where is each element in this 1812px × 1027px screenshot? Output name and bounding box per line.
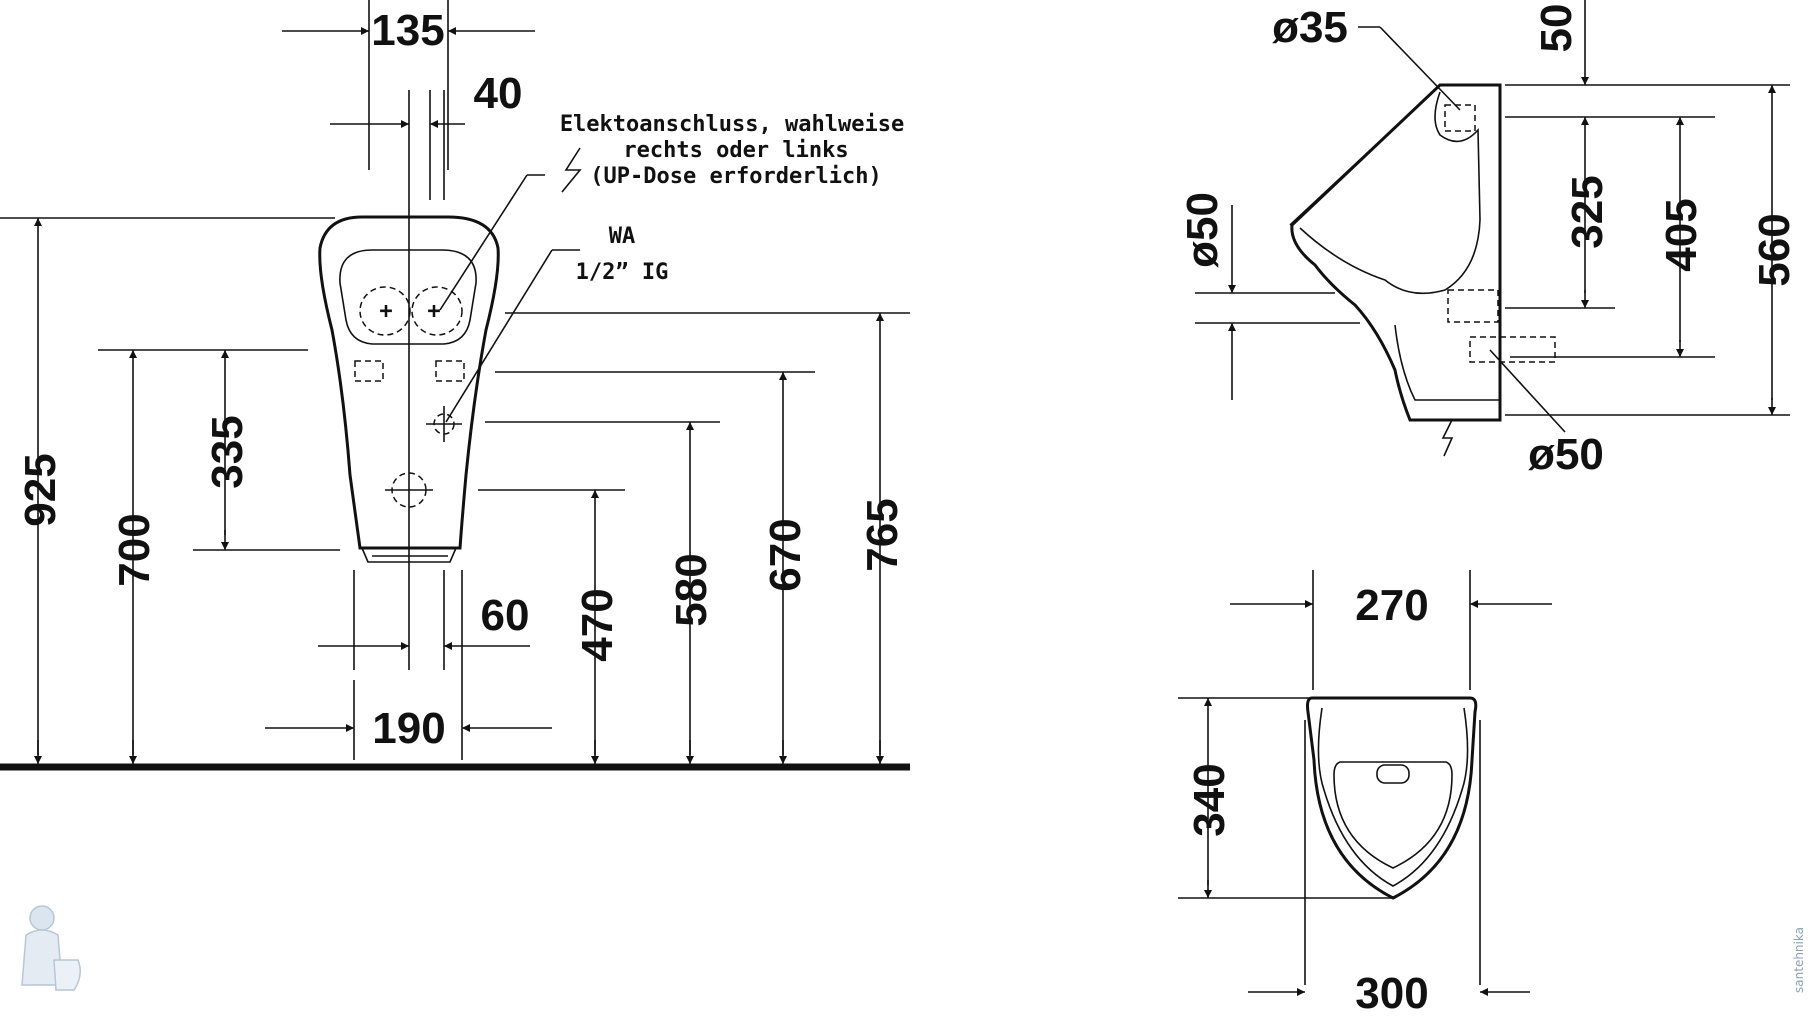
sensor-outline xyxy=(411,286,463,336)
dim-135: 135 xyxy=(371,6,444,55)
side-view: ø35 50 325 405 560 ø50 ø50 xyxy=(1178,0,1799,479)
dim-270: 270 xyxy=(1355,581,1428,630)
leader-line xyxy=(1379,26,1461,111)
watermark-logo xyxy=(21,905,81,991)
note-electric-line3: (UP-Dose erforderlich) xyxy=(590,164,881,189)
outlet-pipe xyxy=(1447,289,1499,323)
dim-300: 300 xyxy=(1355,969,1428,1018)
urinal-side-trap xyxy=(1394,324,1500,401)
cross-mark: + xyxy=(379,299,392,324)
urinal-side-rim xyxy=(1289,84,1441,226)
dim-190: 190 xyxy=(372,704,445,753)
dim-60: 60 xyxy=(481,591,530,640)
lightning-icon xyxy=(561,147,582,193)
note-electric-line1: Elektoanschluss, wahlweise xyxy=(560,112,904,137)
dim-470: 470 xyxy=(573,588,622,661)
urinal-side-inner xyxy=(1299,91,1481,295)
dim-765: 765 xyxy=(858,498,907,571)
dim-335: 335 xyxy=(203,415,252,488)
note-water-line1: WA xyxy=(609,224,636,249)
dim-50-top: 50 xyxy=(1532,4,1581,53)
outlet-pipe-extension xyxy=(1469,336,1556,363)
leader-line xyxy=(445,249,553,423)
dim-inlet-diameter: ø35 xyxy=(1272,3,1348,52)
dim-580: 580 xyxy=(667,553,716,626)
dim-325: 325 xyxy=(1563,175,1612,248)
spud xyxy=(1376,764,1410,784)
lightning-icon xyxy=(1441,419,1454,457)
urinal-side-outline xyxy=(1290,83,1502,422)
dim-40: 40 xyxy=(474,69,523,118)
front-view: 135 40 + + Elektoanschluss, wahlweis xyxy=(0,0,910,771)
note-electric-line2: rechts oder links xyxy=(623,138,848,163)
urinal-top-outline xyxy=(1306,696,1478,900)
electric-box xyxy=(354,360,384,382)
electric-box xyxy=(435,360,465,382)
cross-mark: + xyxy=(427,299,440,324)
urinal-base xyxy=(361,547,457,563)
dim-925: 925 xyxy=(16,453,65,526)
urinal-bowl-opening xyxy=(339,249,477,345)
sensor-outline xyxy=(359,286,411,336)
note-water-line2: 1/2” IG xyxy=(576,260,669,285)
top-view: 270 340 300 xyxy=(1178,570,1552,1018)
dim-700: 700 xyxy=(110,513,159,586)
dim-560: 560 xyxy=(1750,213,1799,286)
watermark-text: santehnika xyxy=(1792,927,1806,993)
dim-405: 405 xyxy=(1657,198,1706,271)
leader-line xyxy=(439,174,528,311)
urinal-front-outline xyxy=(318,215,500,550)
dim-340: 340 xyxy=(1185,763,1234,836)
dim-670: 670 xyxy=(761,518,810,591)
dim-outlet-diameter-left: ø50 xyxy=(1178,192,1227,268)
urinal-top-outline-inner xyxy=(1317,707,1469,887)
dim-outlet-diameter-right: ø50 xyxy=(1528,430,1604,479)
urinal-top-bowl xyxy=(1333,761,1453,869)
inlet-pipe xyxy=(1444,104,1476,132)
leader-line xyxy=(1489,349,1566,433)
